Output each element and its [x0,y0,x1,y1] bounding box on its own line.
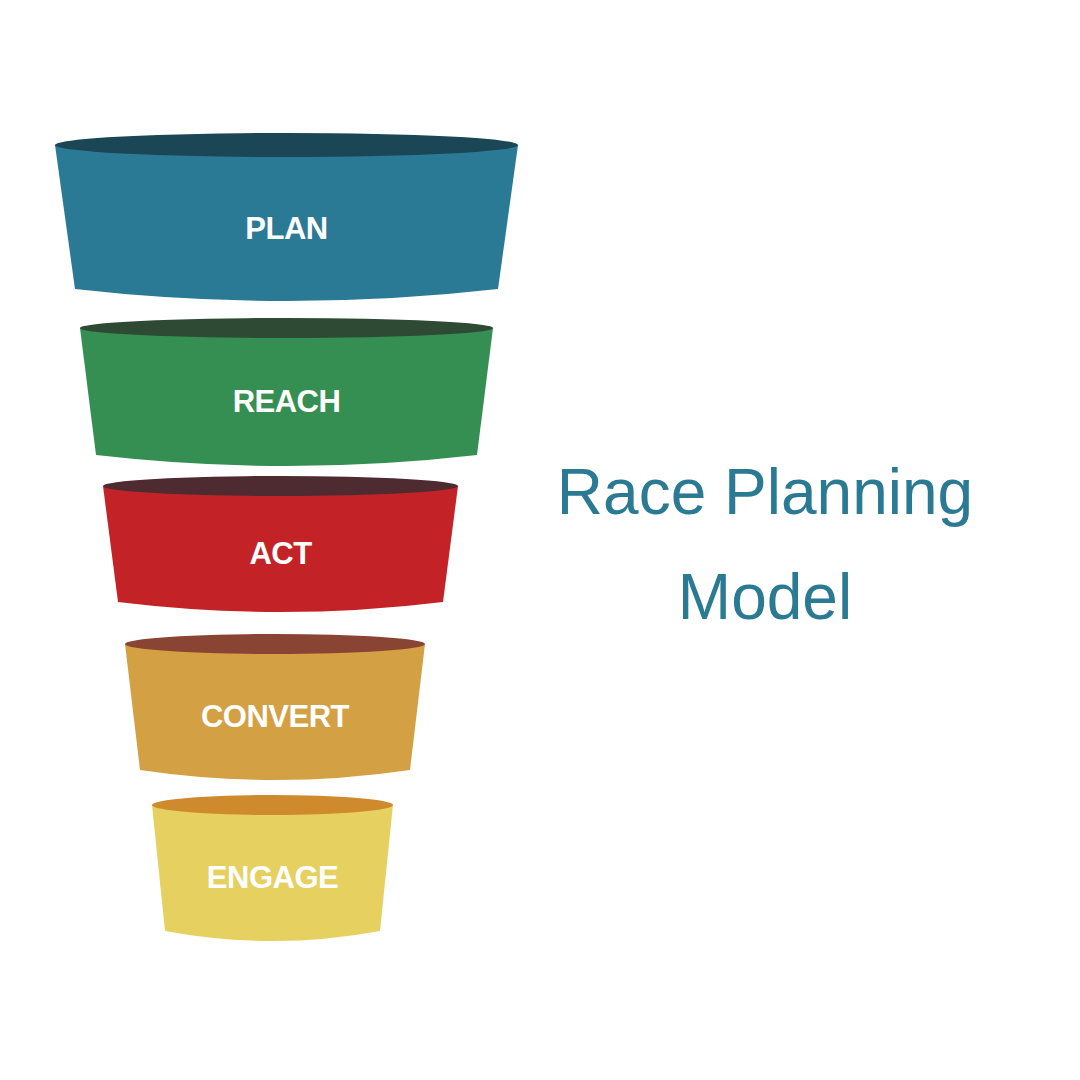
stage-label: ACT [249,536,311,572]
band-rim [103,476,458,496]
diagram-title: Race Planning Model [520,440,1010,650]
band-body [125,644,425,780]
band-body [103,486,458,612]
funnel-band: CONVERT [125,634,425,780]
stage-label: REACH [233,384,341,420]
band-rim [80,318,493,338]
band-rim [125,634,425,654]
band-body [55,145,518,301]
stage-label: CONVERT [201,699,349,735]
funnel-band: REACH [80,318,493,466]
funnel-band: ENGAGE [152,795,393,941]
band-body [152,805,393,941]
funnel-band: ACT [103,476,458,612]
stage-label: ENGAGE [207,860,338,896]
band-body [80,328,493,466]
band-rim [152,795,393,815]
stage-label: PLAN [245,211,327,247]
band-rim [55,133,518,157]
funnel-band: PLAN [55,133,518,301]
